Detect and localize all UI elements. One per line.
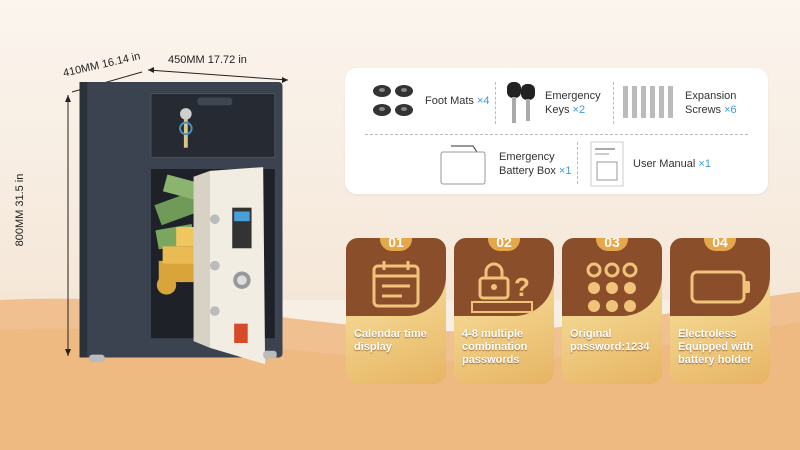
feature-text-line: Electroless — [678, 328, 737, 340]
accessory-label: Screws — [685, 104, 722, 116]
feature-number: 03 — [596, 238, 628, 251]
feature-text-line: Equipped with — [678, 341, 754, 353]
accessory-expansion-screws: Expansion Screws ×6 — [621, 84, 737, 122]
lock-keypad-icon: ? — [471, 262, 533, 313]
feature-number: 02 — [488, 238, 520, 251]
accessory-count: ×2 — [572, 104, 586, 116]
feature-text: 4-8 multiple combination passwords — [462, 328, 548, 367]
height-dimension: 800MM 31.5 in — [14, 173, 26, 247]
feature-text-line: Original — [570, 328, 612, 340]
accessory-count: ×1 — [558, 165, 572, 177]
feature-card-battery: 04 Electroless Equipped with battery hol… — [670, 238, 770, 384]
feature-number: 04 — [704, 238, 736, 251]
keypad-icon — [586, 262, 638, 312]
battery-icon — [690, 270, 750, 304]
feature-number: 01 — [380, 238, 412, 251]
accessory-user-manual: User Manual ×1 — [589, 140, 711, 188]
svg-text:?: ? — [514, 272, 530, 302]
feature-card-calendar: 01 Calendar time display — [346, 238, 446, 384]
battery-box-icon — [440, 145, 486, 185]
separator — [613, 82, 614, 124]
feature-text-line: combination — [462, 341, 528, 353]
accessory-battery-box: Emergency Battery Box ×1 — [437, 142, 571, 186]
separator — [495, 82, 496, 124]
feature-text: Original password:1234 — [570, 328, 656, 354]
separator — [365, 134, 748, 135]
manual-icon — [590, 141, 624, 187]
foot-mats-icon — [373, 85, 413, 116]
width-dimension: 450MM 17.72 in — [168, 54, 247, 66]
screws-icon — [623, 86, 673, 118]
calendar-icon — [372, 261, 420, 308]
accessory-label: Emergency — [545, 90, 601, 102]
accessory-count: ×4 — [476, 95, 490, 107]
feature-text-line: 4-8 multiple — [462, 328, 524, 340]
accessory-label: User Manual — [633, 158, 696, 170]
accessory-count: ×6 — [724, 104, 737, 116]
feature-text-line: battery holder — [678, 354, 752, 366]
feature-text-line: passwords — [462, 354, 520, 366]
separator — [577, 142, 578, 184]
feature-text-line: display — [354, 341, 392, 353]
feature-card-passwords: 02 ? 4-8 multiple combination passwords — [454, 238, 554, 384]
feature-text: Calendar time display — [354, 328, 440, 354]
accessory-foot-mats: Foot Mats ×4 — [371, 82, 490, 120]
accessory-label: Foot Mats — [425, 95, 474, 107]
feature-text: Electroless Equipped with battery holder — [678, 328, 764, 367]
feature-card-original-password: 03 Original password:1234 — [562, 238, 662, 384]
accessory-label: Emergency — [499, 151, 555, 163]
keys-icon — [507, 82, 535, 123]
accessories-panel: Foot Mats ×4 Emergency Keys ×2 Expansi — [345, 68, 768, 194]
feature-text-line: Calendar time — [354, 328, 427, 340]
accessory-label: Keys — [545, 104, 570, 116]
safe-image — [79, 82, 283, 365]
accessory-emergency-keys: Emergency Keys ×2 — [505, 80, 601, 126]
accessory-label: Expansion — [685, 90, 737, 102]
accessory-count: ×1 — [698, 158, 711, 170]
feature-text-line: password:1234 — [570, 341, 650, 353]
accessory-label: Battery Box — [499, 165, 556, 177]
